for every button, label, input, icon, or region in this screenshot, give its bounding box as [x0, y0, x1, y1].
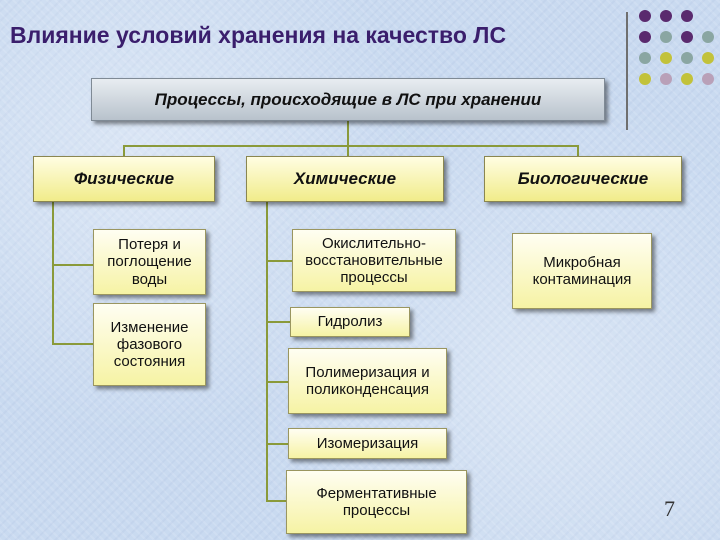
leaf-enzymatic: Ферментативные процессы — [286, 470, 467, 534]
root-label: Процессы, происходящие в ЛС при хранении — [154, 89, 542, 109]
vertical-divider — [626, 12, 628, 130]
leaf-label: Окислительно-восстановительные процессы — [305, 234, 443, 287]
leaf-water-loss: Потеря и поглощение воды — [93, 229, 206, 295]
leaf-redox: Окислительно-восстановительные процессы — [292, 229, 456, 292]
leaf-isomerization: Изомеризация — [288, 428, 447, 459]
connector-line — [266, 500, 286, 502]
connector-line — [266, 443, 288, 445]
connector-line — [577, 145, 579, 156]
leaf-label: Изменение фазового состояния — [110, 318, 189, 371]
connector-line — [52, 264, 93, 266]
decor-dot — [639, 73, 651, 85]
decor-dot — [681, 31, 693, 43]
connector-line — [347, 145, 349, 156]
leaf-polymerization: Полимеризация и поликонденсация — [288, 348, 447, 414]
decorative-dot-grid — [639, 10, 720, 102]
connector-line — [123, 145, 579, 147]
decor-dot — [660, 52, 672, 64]
decor-dot — [702, 52, 714, 64]
category-label: Физические — [73, 169, 175, 189]
leaf-label: Микробная контаминация — [532, 253, 632, 288]
connector-line — [266, 202, 268, 502]
leaf-phase-change: Изменение фазового состояния — [93, 303, 206, 386]
slide-title: Влияние условий хранения на качество ЛС — [10, 22, 507, 48]
category-label: Биологические — [517, 169, 649, 189]
decor-dot — [639, 52, 651, 64]
decor-dot — [660, 31, 672, 43]
connector-line — [266, 260, 292, 262]
connector-line — [52, 202, 54, 345]
decor-dot — [681, 73, 693, 85]
decor-dot — [702, 31, 714, 43]
leaf-label: Полимеризация и поликонденсация — [305, 363, 430, 398]
leaf-hydrolysis: Гидролиз — [290, 307, 410, 337]
leaf-label: Потеря и поглощение воды — [107, 236, 192, 288]
connector-line — [266, 321, 290, 323]
decor-dot — [702, 73, 714, 85]
category-biological: Биологические — [484, 156, 682, 202]
decor-dot — [639, 10, 651, 22]
connector-line — [266, 381, 288, 383]
decor-dot — [681, 52, 693, 64]
decor-dot — [639, 31, 651, 43]
connector-line — [52, 343, 93, 345]
connector-line — [123, 145, 125, 156]
leaf-label: Ферментативные процессы — [316, 484, 437, 519]
slide-number: 7 — [664, 496, 675, 521]
category-label: Химические — [293, 169, 397, 189]
category-physical: Физические — [33, 156, 215, 202]
decor-dot — [660, 10, 672, 22]
decor-dot — [660, 73, 672, 85]
root-process-box: Процессы, происходящие в ЛС при хранении — [91, 78, 605, 121]
decor-dot — [681, 10, 693, 22]
leaf-label: Гидролиз — [317, 313, 383, 331]
connector-line — [347, 121, 349, 145]
leaf-microbial: Микробная контаминация — [512, 233, 652, 309]
category-chemical: Химические — [246, 156, 444, 202]
leaf-label: Изомеризация — [316, 434, 419, 452]
